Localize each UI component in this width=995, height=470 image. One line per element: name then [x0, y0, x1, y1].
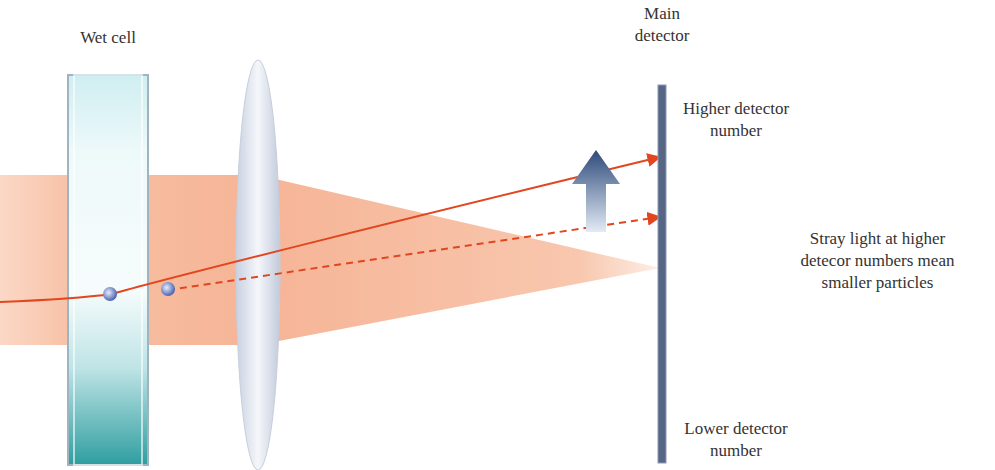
annotation-label: Higher detector number: [672, 98, 800, 142]
particle: [103, 287, 117, 301]
detector-bar: [658, 85, 666, 463]
cell-glass: [74, 75, 142, 465]
annotation-label: Stray light at higher detecor numbers me…: [795, 228, 960, 294]
particle: [161, 282, 175, 296]
annotation-label: Lower detector number: [672, 418, 800, 462]
detector-node: Main detector: [652, 85, 672, 463]
node-heading: Wet cell: [48, 27, 168, 49]
lens: [236, 60, 280, 470]
wet-cell: [68, 75, 148, 465]
node-heading: Main detector: [622, 3, 702, 47]
wet-cell-node: Wet cell: [68, 75, 148, 465]
direction-arrow: [572, 150, 620, 232]
scattered-ray: [0, 157, 660, 302]
